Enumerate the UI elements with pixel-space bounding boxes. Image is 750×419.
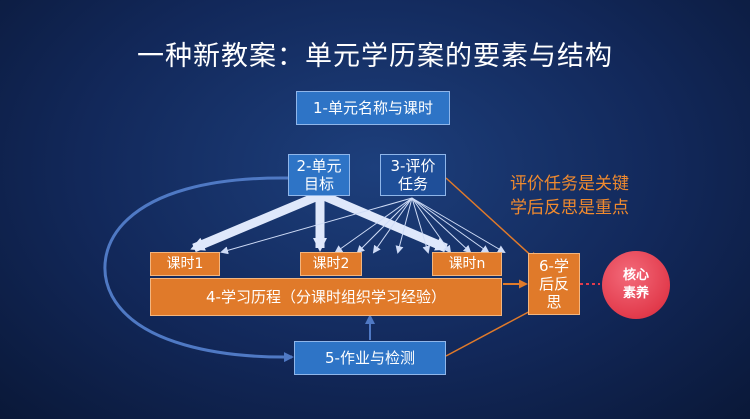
core-literacy-circle: 核心 素养 xyxy=(602,251,670,319)
lesson2-box: 课时2 xyxy=(300,252,362,276)
unit-goal-label: 2-单元 目标 xyxy=(296,157,342,193)
lesson1-box: 课时1 xyxy=(150,252,220,276)
lesson2-label: 课时2 xyxy=(312,255,350,272)
loop-arrow-goal-to-homework xyxy=(103,176,294,363)
evaluation-fan-lines xyxy=(220,197,506,255)
learning-process-label: 4-学习历程（分课时组织学习经验） xyxy=(206,288,446,306)
emphasis-note: 评价任务是关键 学后反思是重点 xyxy=(510,172,629,220)
unit-goal-box: 2-单元 目标 xyxy=(288,154,350,196)
reflection-label: 6-学 后反 思 xyxy=(538,257,569,311)
note-line-2: 学后反思是重点 xyxy=(510,198,629,218)
homework-box: 5-作业与检测 xyxy=(294,341,446,375)
goal-to-lesson1-arrow xyxy=(190,191,320,253)
core-literacy-label: 核心 素养 xyxy=(622,268,649,301)
evaluation-task-box: 3-评价 任务 xyxy=(380,154,446,196)
homework-label: 5-作业与检测 xyxy=(325,349,415,367)
page-title: 一种新教案：单元学历案的要素与结构 xyxy=(137,41,613,72)
lesson1-label: 课时1 xyxy=(166,255,204,272)
goal-to-lessonn-arrow xyxy=(322,191,450,253)
unit-name-label: 1-单元名称与课时 xyxy=(313,99,433,117)
evaluation-to-reflection-line xyxy=(445,177,538,262)
reflection-box: 6-学 后反 思 xyxy=(528,253,580,315)
evaluation-task-label: 3-评价 任务 xyxy=(390,157,436,193)
lessonn-box: 课时n xyxy=(432,252,502,276)
learning-process-box: 4-学习历程（分课时组织学习经验） xyxy=(150,278,502,316)
lessonn-label: 课时n xyxy=(448,255,486,272)
unit-name-box: 1-单元名称与课时 xyxy=(296,91,450,125)
homework-to-reflection-line xyxy=(445,307,538,357)
note-line-1: 评价任务是关键 xyxy=(510,174,629,194)
